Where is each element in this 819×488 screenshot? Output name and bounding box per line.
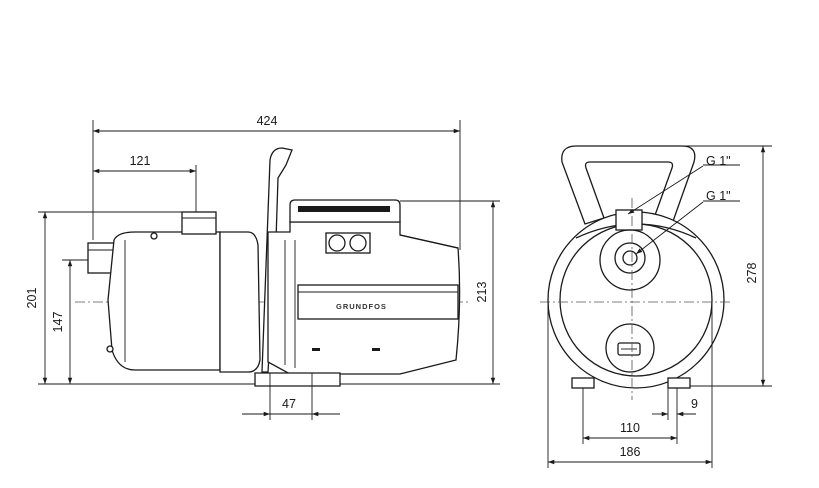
pump-flange — [219, 231, 261, 373]
terminal-box-lid — [298, 206, 390, 212]
gland-plate — [325, 232, 371, 254]
dim-height-axis: 147 — [51, 312, 65, 333]
leader-inlet-thread — [635, 201, 704, 255]
front-foot-right — [667, 377, 691, 389]
vent-slot — [372, 348, 380, 351]
dim-height-right: 213 — [475, 282, 489, 303]
dim-height-total: 201 — [25, 288, 39, 309]
inlet-port — [87, 242, 115, 274]
front-body-outer — [547, 211, 725, 389]
base-foot — [254, 372, 341, 387]
dim-overall-length: 424 — [257, 114, 278, 128]
vent-slot — [312, 348, 320, 351]
drain-screw — [106, 345, 114, 353]
dim-foot-spacing: 110 — [620, 421, 640, 435]
dim-front-height: 278 — [745, 263, 759, 284]
dim-inlet-offset: 121 — [130, 154, 151, 168]
outlet-port — [181, 211, 217, 235]
pump-front-view — [540, 145, 730, 400]
front-foot-left — [571, 377, 595, 389]
front-outlet-ring — [599, 229, 661, 291]
label-inlet-thread: G 1" — [706, 189, 731, 203]
dim-front-width: 186 — [620, 445, 641, 459]
dim-foot-width: 47 — [282, 397, 296, 411]
front-view-dimensions: G 1" G 1" 278 9 110 186 — [547, 145, 772, 468]
dim-front-foot: 9 — [691, 397, 698, 411]
front-outlet-center — [622, 250, 638, 266]
brand-logo: GRUNDFOS — [336, 302, 387, 311]
power-cable — [399, 234, 459, 249]
nameplate — [297, 284, 459, 320]
front-inlet-ring — [605, 323, 655, 373]
label-outlet-thread: G 1" — [706, 154, 731, 168]
pump-housing — [107, 231, 221, 371]
cable-gland-right — [349, 234, 367, 252]
leader-outlet-thread — [627, 165, 704, 215]
side-view-dimensions: 424 121 201 147 213 47 — [25, 114, 500, 420]
pump-side-view: GRUNDFOS — [75, 147, 470, 387]
vent-screw — [150, 232, 158, 240]
front-outlet-bore — [614, 242, 646, 274]
cable-gland-left — [328, 234, 346, 252]
